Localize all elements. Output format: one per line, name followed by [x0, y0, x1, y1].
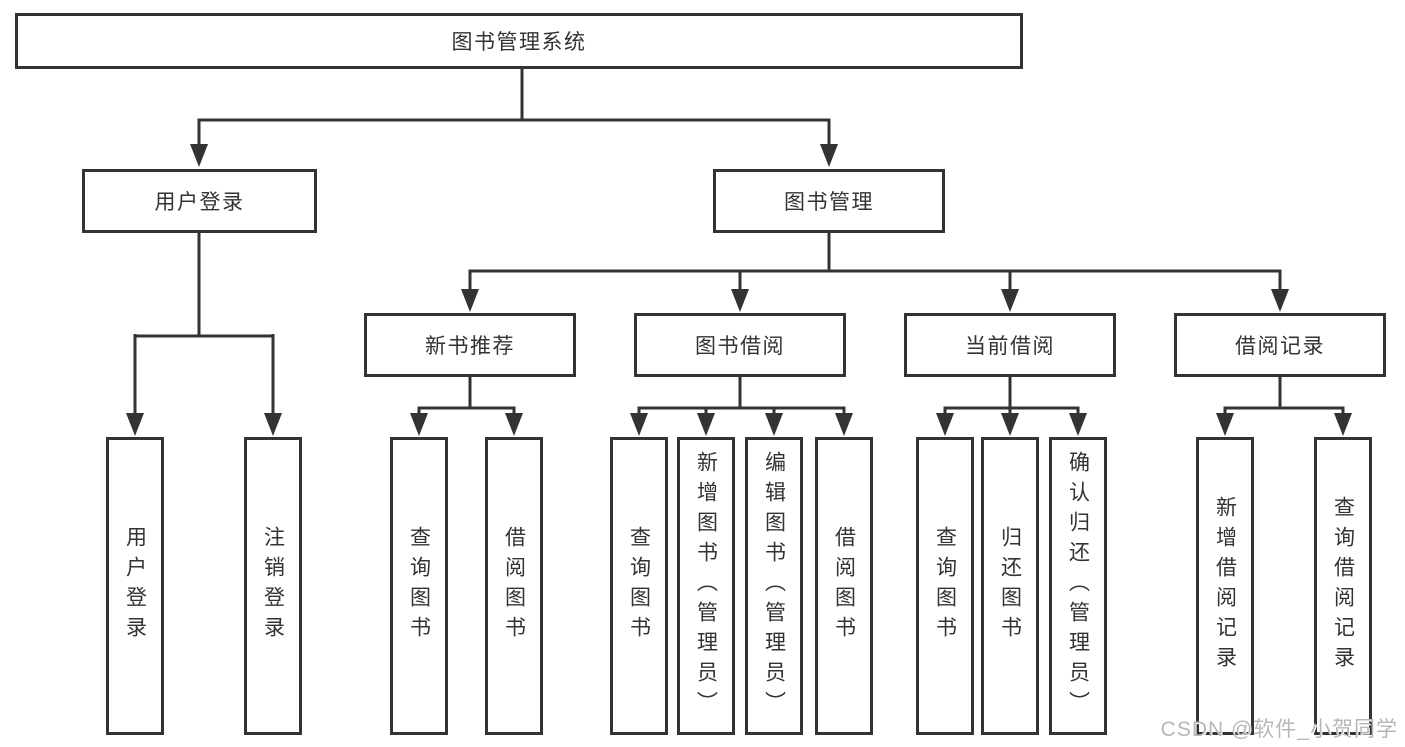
- connector-user-login-to-leaves: [126, 233, 282, 436]
- arrowhead: [126, 413, 144, 436]
- arrowhead: [1216, 413, 1234, 436]
- leaf-records-query-borrow-record: 查询借阅记录: [1314, 437, 1372, 735]
- connector-book-management-to-level3: [461, 233, 1289, 312]
- node-library-management-system: 图书管理系统: [15, 13, 1023, 69]
- leaf-newbook-borrow-books: 借阅图书: [485, 437, 543, 735]
- arrowhead: [820, 144, 838, 167]
- leaf-borrow-query-books: 查询图书: [610, 437, 668, 735]
- leaf-borrow-edit-books-admin: 编辑图书（管理员）: [745, 437, 803, 735]
- arrowhead: [731, 289, 749, 312]
- connector-borrow-records-to-leaves: [1216, 377, 1352, 436]
- leaf-label: 查询图书: [407, 526, 431, 646]
- connector-current-borrow-to-leaves: [936, 377, 1087, 436]
- leaf-label: 查询借阅记录: [1331, 496, 1355, 676]
- arrowhead: [936, 413, 954, 436]
- connector-new-book-recommend-to-leaves: [410, 377, 523, 436]
- node-label: 图书管理: [784, 191, 874, 214]
- arrowhead: [765, 413, 783, 436]
- node-book-borrow: 图书借阅: [634, 313, 846, 377]
- arrowhead: [410, 413, 428, 436]
- node-new-book-recommend: 新书推荐: [364, 313, 576, 377]
- leaf-newbook-query-books: 查询图书: [390, 437, 448, 735]
- node-label: 当前借阅: [965, 335, 1055, 358]
- leaf-label: 归还图书: [998, 526, 1022, 646]
- leaf-current-return-books: 归还图书: [981, 437, 1039, 735]
- leaf-label: 借阅图书: [832, 526, 856, 646]
- leaf-records-add-borrow-record: 新增借阅记录: [1196, 437, 1254, 735]
- leaf-label: 查询图书: [933, 526, 957, 646]
- leaf-label: 查询图书: [627, 526, 651, 646]
- node-label: 图书管理系统: [451, 31, 587, 54]
- leaf-current-confirm-return-admin: 确认归还（管理员）: [1049, 437, 1107, 735]
- arrowhead: [505, 413, 523, 436]
- arrowhead: [1271, 289, 1289, 312]
- leaf-current-query-books: 查询图书: [916, 437, 974, 735]
- leaf-label: 借阅图书: [502, 526, 526, 646]
- node-label: 图书借阅: [695, 335, 785, 358]
- arrowhead: [697, 413, 715, 436]
- csdn-watermark: CSDN @软件_小贺同学: [1160, 718, 1398, 741]
- node-label: 借阅记录: [1235, 335, 1325, 358]
- arrowhead: [461, 289, 479, 312]
- leaf-user-login: 用户登录: [106, 437, 164, 735]
- leaf-borrow-add-books-admin: 新增图书（管理员）: [677, 437, 735, 735]
- arrowhead: [264, 413, 282, 436]
- node-book-management: 图书管理: [713, 169, 945, 233]
- leaf-label: 新增图书（管理员）: [694, 451, 718, 721]
- leaf-label: 注销登录: [261, 526, 285, 646]
- leaf-logout: 注销登录: [244, 437, 302, 735]
- node-borrow-records: 借阅记录: [1174, 313, 1386, 377]
- node-current-borrow: 当前借阅: [904, 313, 1116, 377]
- node-label: 新书推荐: [425, 335, 515, 358]
- arrowhead: [1001, 413, 1019, 436]
- connector-book-borrow-to-leaves: [630, 377, 853, 436]
- node-label: 用户登录: [154, 191, 245, 214]
- arrowhead: [1334, 413, 1352, 436]
- leaf-label: 用户登录: [123, 526, 147, 646]
- arrowhead: [190, 144, 208, 167]
- leaf-label: 新增借阅记录: [1213, 496, 1237, 676]
- node-user-login: 用户登录: [82, 169, 317, 233]
- arrowhead: [835, 413, 853, 436]
- leaf-borrow-borrow-books: 借阅图书: [815, 437, 873, 735]
- connector-root-to-level2: [190, 68, 838, 167]
- arrowhead: [1069, 413, 1087, 436]
- leaf-label: 确认归还（管理员）: [1066, 451, 1090, 721]
- arrowhead: [630, 413, 648, 436]
- leaf-label: 编辑图书（管理员）: [762, 451, 786, 721]
- arrowhead: [1001, 289, 1019, 312]
